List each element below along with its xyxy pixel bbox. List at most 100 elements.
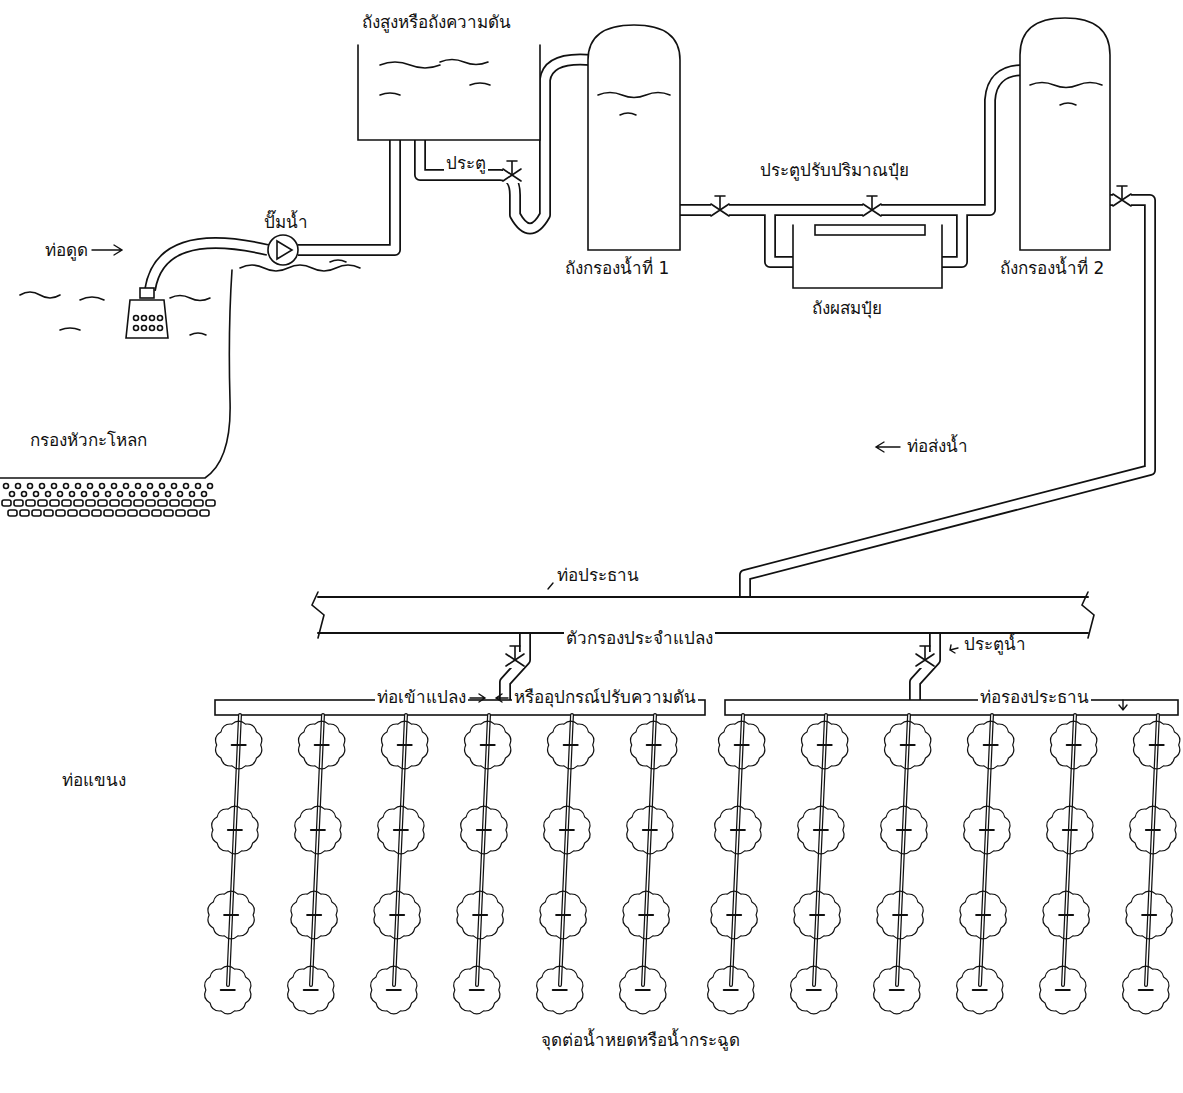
pipe-outline <box>745 200 1150 597</box>
valve-handle <box>920 646 930 660</box>
pebble <box>166 492 171 497</box>
lateral-field <box>205 715 1180 1014</box>
plant-canopy <box>631 721 677 769</box>
emitter-mark <box>724 989 738 991</box>
filter-tank <box>1020 18 1110 250</box>
stone <box>152 510 161 516</box>
pipe-bore <box>915 633 935 701</box>
plant-canopy <box>382 721 428 769</box>
stone <box>50 500 59 506</box>
plant-canopy <box>877 891 923 939</box>
plant-canopy <box>711 891 757 939</box>
pebble <box>190 492 195 497</box>
part-label: ท่อส่งน้ำ <box>905 436 970 456</box>
stone <box>92 510 101 516</box>
fertilizer-tank <box>793 225 942 288</box>
emitter-mark <box>1139 989 1153 991</box>
lateral-bore <box>1063 715 1075 985</box>
stone <box>86 500 95 506</box>
plant-canopy <box>1043 891 1089 939</box>
pebble <box>4 484 9 489</box>
valve-handle <box>867 196 877 210</box>
part-label: ท่อเข้าแปลง <box>375 687 468 707</box>
lateral-pipe <box>311 715 323 985</box>
pebble <box>82 492 87 497</box>
valve-handle <box>507 161 517 175</box>
pebble <box>58 492 63 497</box>
pebble <box>178 492 183 497</box>
high-tank <box>358 45 540 140</box>
plant-canopy <box>620 966 666 1014</box>
lateral-bore <box>394 715 406 985</box>
plant-canopy <box>371 966 417 1014</box>
emitter-mark <box>398 744 412 746</box>
plant-canopy <box>627 806 673 854</box>
lateral-pipe <box>1063 715 1075 985</box>
plant-canopy <box>291 891 337 939</box>
plant-canopy <box>461 806 507 854</box>
part-label: ถังผสมปุ๋ย <box>810 298 884 318</box>
pipe-bore <box>940 210 962 262</box>
pebble <box>142 492 147 497</box>
plant-canopy <box>216 721 262 769</box>
plant-canopy <box>802 721 848 769</box>
part-label: ท่อแขนง <box>60 770 128 790</box>
pebble <box>160 484 165 489</box>
part-label: หรืออุปกรณ์ปรับความดัน <box>512 687 698 707</box>
pebble <box>130 492 135 497</box>
valve-handle <box>1117 186 1127 200</box>
stone <box>98 500 107 506</box>
emitter-mark <box>473 914 487 916</box>
plant-canopy <box>874 966 920 1014</box>
part-label: ถังกรองน้ำที่ 1 <box>563 258 671 278</box>
lateral-bore <box>1146 715 1158 985</box>
plant-canopy <box>299 721 345 769</box>
lateral-pipe <box>228 715 240 985</box>
pebble <box>148 484 153 489</box>
stone <box>164 510 173 516</box>
emitter-mark <box>1059 914 1073 916</box>
emitter-mark <box>221 989 235 991</box>
plant-canopy <box>288 966 334 1014</box>
pipe-bore <box>745 200 1150 597</box>
plant-canopy <box>1040 966 1086 1014</box>
pebble <box>34 492 39 497</box>
plant-canopy <box>957 966 1003 1014</box>
pebble <box>202 492 207 497</box>
stone <box>200 510 209 516</box>
emitter-mark <box>735 744 749 746</box>
pebble <box>106 492 111 497</box>
stone <box>20 510 29 516</box>
pipe-bore <box>680 70 1024 210</box>
emitter-mark <box>224 914 238 916</box>
stone <box>146 500 155 506</box>
stone <box>128 510 137 516</box>
stone <box>194 500 203 506</box>
emitter-mark <box>647 744 661 746</box>
emitter-mark <box>807 989 821 991</box>
emitter-mark <box>304 989 318 991</box>
emitter-mark <box>814 829 828 831</box>
plant-canopy <box>968 721 1014 769</box>
plant-canopy <box>454 966 500 1014</box>
part-label: ท่อประธาน <box>555 565 641 585</box>
emitter-mark <box>1067 744 1081 746</box>
lateral-pipe <box>643 715 655 985</box>
plant-canopy <box>1047 806 1093 854</box>
pipe-outline <box>150 243 268 290</box>
stone <box>74 500 83 506</box>
foot-filter <box>126 288 168 338</box>
lateral-pipe <box>980 715 992 985</box>
emitter-mark <box>636 989 650 991</box>
plant-canopy <box>1134 721 1180 769</box>
stone <box>80 510 89 516</box>
pebble <box>40 484 45 489</box>
emitter-mark <box>890 989 904 991</box>
stone <box>206 500 215 506</box>
plant-canopy <box>623 891 669 939</box>
lateral-bore <box>814 715 826 985</box>
stone <box>26 500 35 506</box>
plant-canopy <box>798 806 844 854</box>
emitter-mark <box>390 914 404 916</box>
stone <box>110 500 119 506</box>
